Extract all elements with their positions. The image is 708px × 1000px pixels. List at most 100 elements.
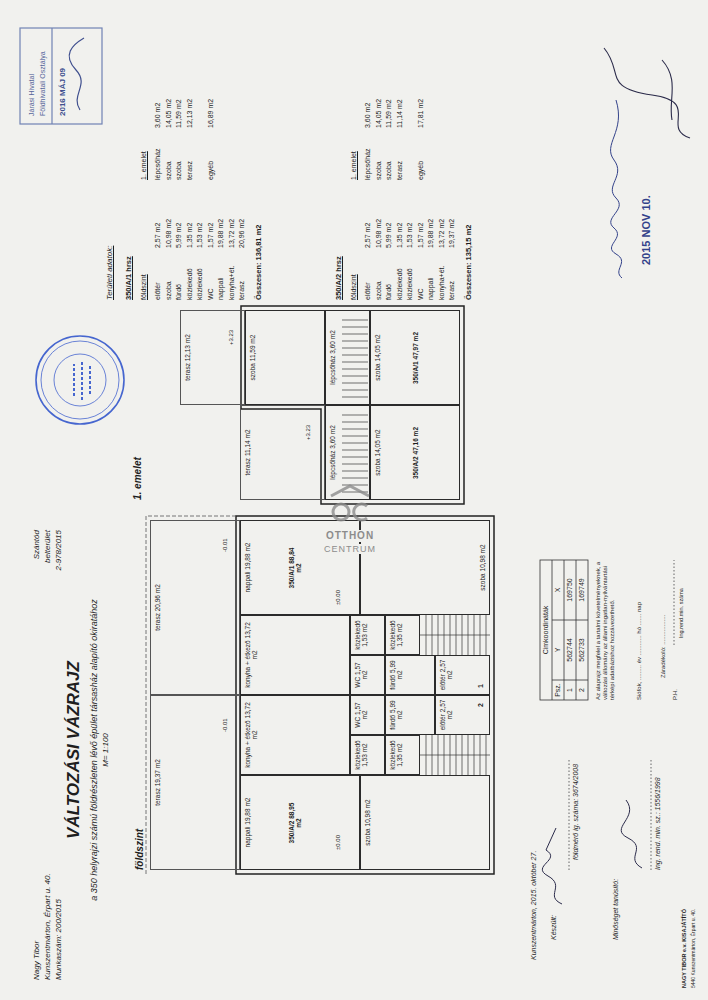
- room: WC 1,57 m2: [350, 655, 385, 695]
- sheet-text: terasz: [238, 281, 246, 300]
- sheet-text: 19,88 m2: [217, 219, 225, 248]
- sheet-text: 3,60 m2: [154, 103, 162, 128]
- room: lépcsőház 3,60 m2: [325, 310, 370, 405]
- sheet-text: WC: [207, 288, 215, 300]
- sheet-text: szoba: [385, 161, 393, 180]
- sheet-text: -0.01: [222, 718, 229, 732]
- room-label: terasz 19,37 m2: [154, 759, 161, 806]
- stair-symbol: [420, 615, 490, 655]
- room-label: szoba 11,59 m2: [249, 335, 256, 381]
- sheet-text: 2-978/2015: [54, 530, 63, 570]
- sheet-text: Ing.rend.min. száma: [678, 588, 684, 638]
- sheet-text: X: [554, 588, 562, 593]
- sheet-text: a 350 helyrajzi számú földrészleten lévő…: [89, 599, 99, 901]
- table-frame: [540, 560, 588, 700]
- room-label: terasz 20,96 m2: [154, 584, 161, 631]
- room-label: előtér 2,57 m2: [439, 658, 454, 692]
- sheet-text: Kunszentmárton, Érpart u. 40.: [43, 873, 52, 980]
- sheet-text: földmérő ig. száma: 3674/2008: [572, 764, 580, 860]
- sheet-text: +3.23: [228, 330, 235, 345]
- room-label: terasz 12,13 m2: [184, 334, 191, 381]
- sheet-text: Nagy Tibor: [32, 941, 41, 980]
- sheet-text: Y: [554, 648, 562, 653]
- room-label: közlekedő 1,53 m2: [354, 618, 369, 652]
- sheet-text: NAGY TIBOR e.v. KISAJÁTÍTÓ: [681, 909, 687, 988]
- sheet-text: lépcsőház: [154, 148, 162, 180]
- room: közlekedő 1,53 m2: [350, 615, 385, 655]
- sheet-text: lépcsőház: [364, 148, 372, 180]
- room-label: előtér 2,57 m2: [439, 698, 454, 732]
- sheet-text: P.H.: [672, 689, 679, 700]
- sheet-text: közlekedő: [396, 268, 404, 300]
- room-label: terasz 11,14 m2: [244, 429, 251, 475]
- sheet-text: 350/A/2 47,16 m2: [412, 426, 419, 481]
- room-label: fürdő 5,99 m2: [389, 698, 404, 732]
- room: szoba 10,98 m2: [360, 775, 490, 870]
- sheet-text: 1,35 m2: [186, 223, 194, 248]
- sheet-text: Kunszentmárton, 2015. október 27.: [530, 851, 538, 960]
- sheet-text: 1,53 m2: [196, 223, 204, 248]
- room-label: fürdő 5,99 m2: [389, 658, 404, 692]
- stamp-marks: [74, 360, 90, 400]
- room-label: szoba 14,05 m2: [374, 429, 381, 475]
- room-label: közlekedő 1,35 m2: [389, 738, 404, 772]
- room-label: konyha + étkező 13,72 m2: [244, 618, 259, 692]
- sheet-text: Siófok, ......... év ............ hó ...…: [636, 602, 643, 700]
- sheet-text: 562744: [566, 638, 574, 661]
- sheet-text: közlekedő: [196, 268, 204, 300]
- sheet-text: konyha+ét.: [228, 266, 236, 300]
- sheet-text: 169750: [566, 578, 574, 601]
- stair-symbol: [342, 415, 368, 492]
- floor-plan: földszintterasz 19,37 m2nappali 19,88 m2…: [150, 520, 490, 870]
- sheet-text: 1,57 m2: [417, 223, 425, 248]
- sheet-text: 350/A/1 47,97 m2: [412, 331, 419, 386]
- sheet-text: -0.01: [222, 538, 229, 552]
- sheet-text: 11,14 m2: [396, 99, 404, 128]
- sheet-text: szoba: [165, 281, 173, 300]
- sheet-title: VÁLTOZÁSI VÁZRAJZ: [64, 661, 84, 839]
- sheet-text: +3.23: [305, 425, 312, 440]
- office-stamp: [20, 28, 102, 124]
- room-label: szoba 14,05 m2: [374, 334, 381, 380]
- stamp-frame: [20, 28, 102, 124]
- sheet-text: 14,05 m2: [165, 99, 173, 128]
- sheet-text: 13,72 m2: [228, 219, 236, 248]
- stamp-rule: [51, 28, 52, 124]
- room-label: WC 1,57 m2: [354, 658, 369, 692]
- sheet-text: 5,99 m2: [385, 223, 393, 248]
- sheet-text: 1: [566, 688, 574, 692]
- sheet-text: 12,13 m2: [186, 99, 194, 128]
- stair-symbol: [342, 320, 368, 397]
- sheet-text: terasz: [448, 281, 456, 300]
- floor-heading: földszint: [134, 829, 146, 870]
- sheet-text: 3,60 m2: [364, 103, 372, 128]
- sheet-text: közlekedő: [406, 268, 414, 300]
- sheet-text: Készült:: [550, 915, 558, 940]
- sheet-text: földszint: [140, 274, 148, 300]
- room-label: WC 1,57 m2: [354, 698, 369, 732]
- sheet-text: 350/A/2 hrsz: [335, 256, 344, 300]
- room: WC 1,57 m2: [350, 695, 385, 735]
- sheet-text: 1. emelet: [350, 151, 358, 180]
- sheet-text: Földhivatali Osztálya: [39, 51, 47, 116]
- sheet-text: előtér: [364, 282, 372, 300]
- floor-heading: 1. emelet: [132, 457, 144, 500]
- sheet-text: Összesen: 136,81 m2: [255, 225, 264, 300]
- sheet-text: Ing. rend. min. sz.: 1556/1998: [654, 777, 662, 870]
- sheet-text: Az alaprajz megfelel a tartalmi követelm…: [595, 560, 616, 700]
- sheet-text: 2016 MÁJ 09: [58, 68, 67, 116]
- sheet-text: WC: [417, 288, 425, 300]
- sheet-text: 10,98 m2: [375, 219, 383, 248]
- room-label: konyha + étkező 13,72 m2: [244, 698, 259, 772]
- sheet-text: terasz: [396, 161, 404, 180]
- room: fürdő 5,99 m2: [385, 695, 435, 735]
- room: közlekedő 1,53 m2: [350, 735, 385, 775]
- sheet-text: Munkaszám: 200/2015: [54, 899, 63, 980]
- handwriting: [611, 100, 622, 278]
- sheet-text: 1,53 m2: [406, 223, 414, 248]
- sheet-text: közlekedő: [186, 268, 194, 300]
- room: konyha + étkező 13,72 m2: [240, 615, 350, 695]
- sheet-text: szoba: [175, 161, 183, 180]
